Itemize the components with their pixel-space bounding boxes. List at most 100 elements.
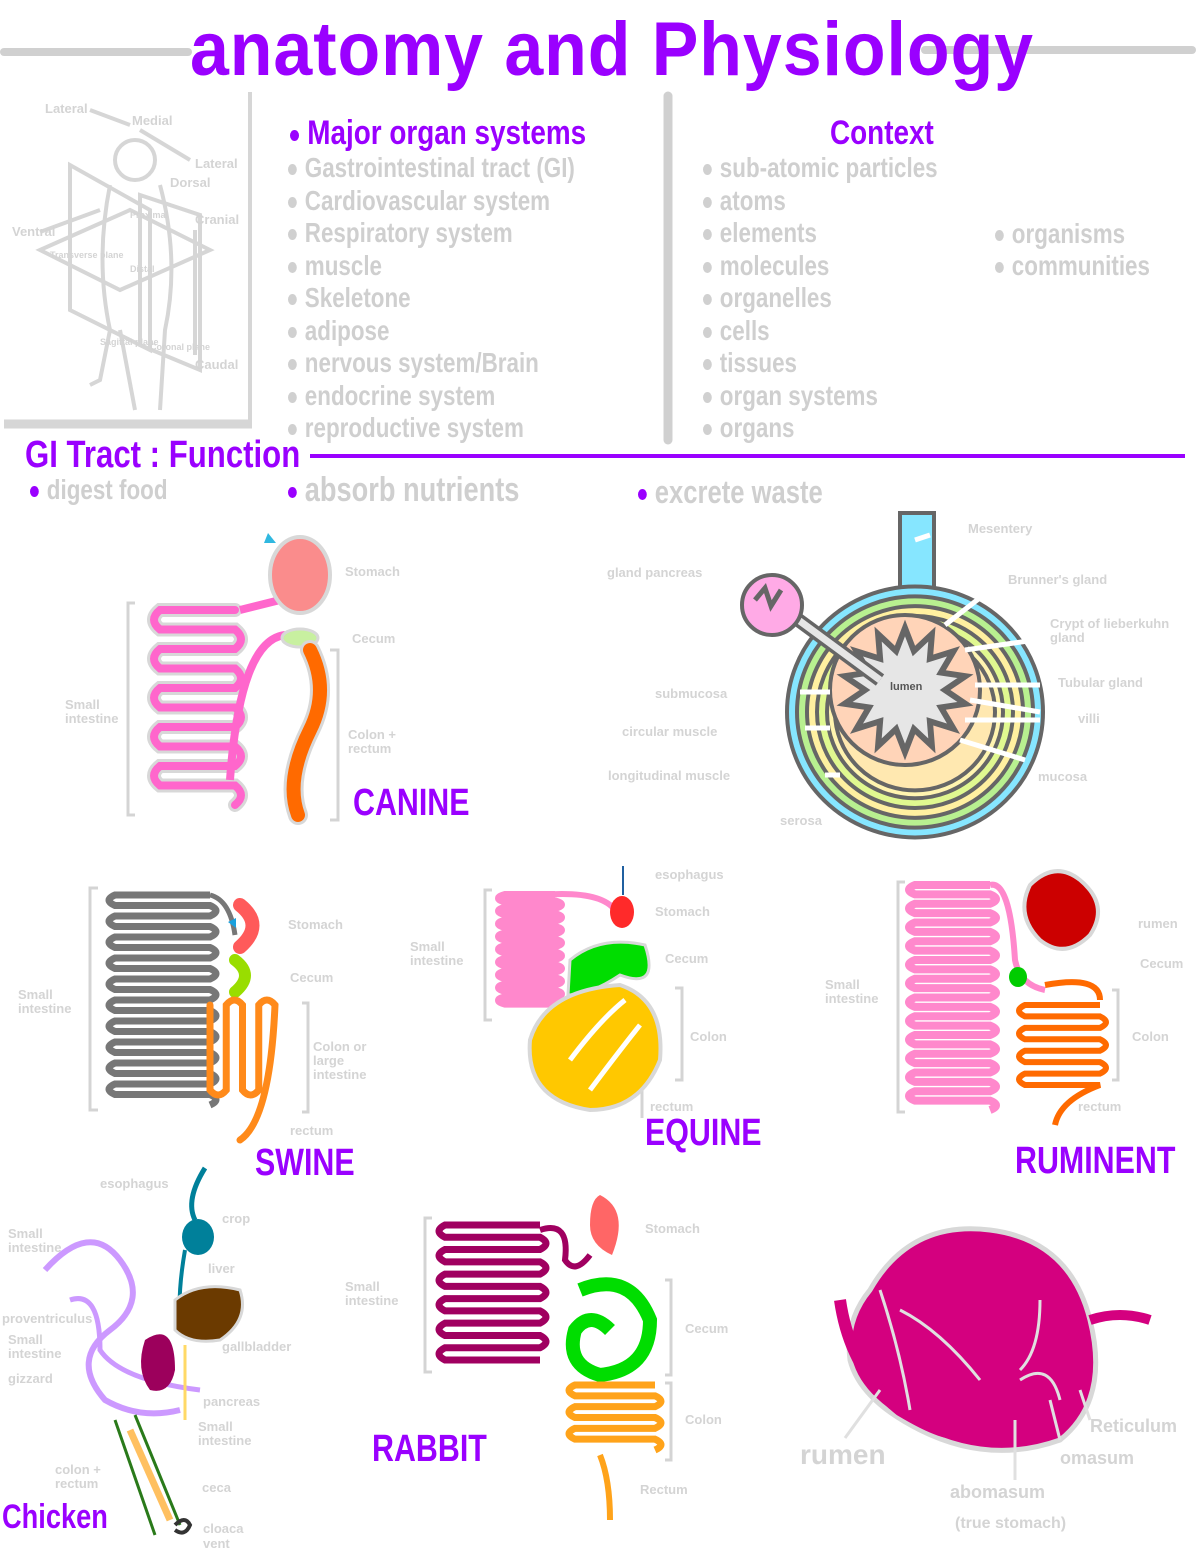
label: Medial — [132, 113, 173, 128]
label: esophagus — [100, 1176, 169, 1191]
ruminant-stomach-diagram — [834, 1226, 1152, 1480]
list-item-label: organs — [719, 412, 795, 443]
label: Small intestine — [410, 939, 464, 968]
label: Cecum — [352, 631, 396, 646]
list-item-label: Skeletone — [304, 282, 411, 313]
function-digest: digest food — [30, 474, 168, 506]
label: Cecum — [1140, 956, 1184, 971]
bullet-icon — [703, 424, 712, 436]
swine-gi-diagram — [88, 886, 310, 1144]
label: proventriculus — [2, 1311, 93, 1326]
label: Small intestine — [825, 977, 879, 1006]
label: Tubular gland — [1058, 675, 1143, 690]
list-item-label: communities — [1011, 250, 1150, 281]
label: Small intestine — [8, 1332, 62, 1361]
bullet-icon — [288, 261, 297, 273]
list-item-label: adipose — [304, 314, 390, 346]
label: Coronal plane — [150, 342, 211, 352]
body-planes-diagram — [4, 92, 252, 429]
label: Lateral — [195, 156, 238, 171]
list-item: sub-atomic particles — [703, 152, 938, 184]
list-item: organs — [703, 412, 794, 444]
label: serosa — [780, 813, 822, 828]
list-item-label: molecules — [719, 249, 830, 281]
label: Rectum — [640, 1482, 688, 1497]
ruminant-gi-diagram — [896, 869, 1120, 1126]
list-item: atoms — [703, 185, 786, 217]
chicken-title: Chicken — [2, 1498, 108, 1536]
bullet-icon — [703, 326, 712, 338]
list-item: organelles — [703, 282, 832, 314]
label: pancreas — [203, 1394, 261, 1409]
label: rumen — [1138, 916, 1178, 931]
ruminant-title: RUMINENT — [1015, 1140, 1176, 1182]
label: Colon — [690, 1029, 727, 1044]
label: Small intestine — [65, 697, 119, 726]
label: Lateral — [45, 101, 88, 116]
list-item-label: muscle — [304, 249, 382, 281]
list-item-label: sub-atomic particles — [719, 152, 938, 183]
label: Small intestine — [198, 1419, 252, 1448]
chicken-gi-diagram — [42, 1166, 244, 1536]
list-item-label: Gastrointestinal tract (GI) — [304, 152, 575, 183]
rabbit-gi-diagram — [423, 1195, 673, 1521]
label: cloaca — [203, 1521, 244, 1536]
canine-title: CANINE — [353, 782, 470, 824]
swine-title: SWINE — [255, 1142, 355, 1184]
list-item: Cardiovascular system — [288, 185, 550, 217]
list-item: organisms — [995, 218, 1125, 250]
label: Crypt of lieberkuhn gland — [1050, 616, 1170, 645]
label: rectum — [650, 1099, 694, 1114]
label: longitudinal muscle — [608, 768, 731, 783]
label: Sagittal plane — [100, 337, 159, 347]
label: rumen — [800, 1439, 886, 1470]
bullet-icon — [288, 164, 297, 176]
list-item: tissues — [703, 347, 797, 379]
intestine-cross-section — [740, 511, 1045, 840]
label: Colon + rectum — [348, 727, 397, 756]
function-excrete: excrete waste — [638, 474, 823, 511]
label: gizzard — [8, 1371, 53, 1386]
label: rectum — [290, 1123, 334, 1138]
label: Small intestine — [8, 1226, 62, 1255]
label: Transverse plane — [50, 250, 124, 260]
bullet-icon — [288, 391, 297, 403]
bullet-icon — [703, 391, 712, 403]
list-item: Respiratory system — [288, 217, 513, 249]
list-item: molecules — [703, 250, 829, 282]
list-item: adipose — [288, 315, 389, 347]
rabbit-title: RABBIT — [372, 1428, 487, 1470]
label: Colon — [1132, 1029, 1169, 1044]
list-item-label: atoms — [719, 184, 786, 216]
label: circular muscle — [622, 724, 718, 739]
list-item: organ systems — [703, 380, 878, 412]
label: Cranial — [195, 212, 240, 227]
organ-systems-heading: Major organ systems — [290, 114, 586, 153]
label: crop — [222, 1211, 251, 1226]
bullet-icon — [995, 262, 1004, 274]
label: vent — [203, 1536, 230, 1551]
bullet-icon — [288, 229, 297, 241]
list-item-label: organisms — [1011, 218, 1126, 249]
label: lumen — [890, 681, 923, 693]
label: Small intestine — [345, 1279, 399, 1308]
list-item-label: cells — [719, 314, 770, 346]
list-item-label: nervous system/Brain — [304, 347, 539, 378]
label: Mesentery — [968, 521, 1033, 536]
bullet-icon — [703, 196, 712, 208]
list-item-label: endocrine system — [304, 379, 496, 411]
label: colon + rectum — [55, 1462, 101, 1491]
list-item: endocrine system — [288, 380, 495, 412]
label: Stomach — [288, 917, 343, 932]
label: Stomach — [645, 1221, 700, 1236]
context-heading: Context — [830, 114, 934, 152]
equine-title: EQUINE — [645, 1112, 762, 1154]
bullet-icon — [288, 359, 297, 371]
label: omasum — [1060, 1448, 1135, 1468]
label: (true stomach) — [955, 1515, 1067, 1532]
list-item-label: elements — [719, 217, 817, 248]
list-item-label: reproductive system — [304, 412, 524, 443]
label: Distal — [130, 264, 155, 274]
bullet-icon — [703, 261, 712, 273]
